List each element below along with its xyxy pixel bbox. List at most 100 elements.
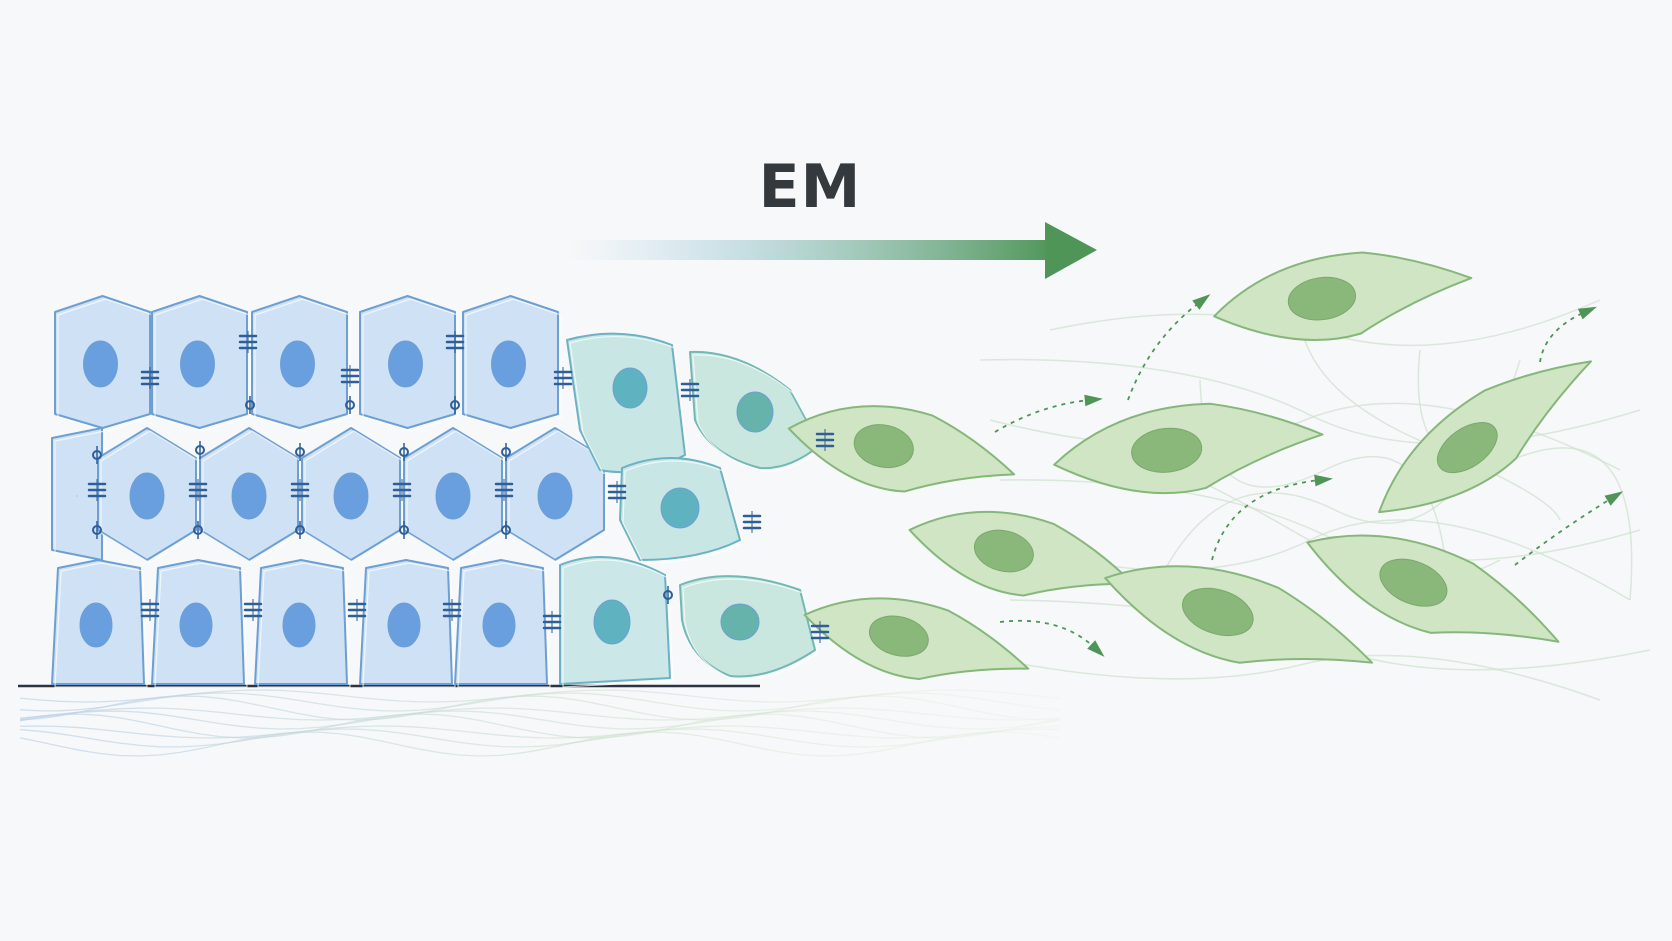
junction-icon — [553, 367, 573, 389]
cell — [679, 575, 819, 681]
matrix-fiber — [19, 731, 1061, 757]
junction-icon — [392, 479, 412, 501]
migration-arrows — [994, 294, 1624, 657]
mesenchymal-cell — [908, 510, 1135, 597]
cell — [403, 427, 506, 564]
junction-icon — [295, 521, 305, 539]
cell — [251, 295, 351, 432]
junction-icon — [494, 479, 514, 501]
junction-icon — [290, 479, 310, 501]
junction-icon — [663, 586, 673, 604]
cell — [254, 559, 351, 688]
matrix-fiber — [19, 713, 1061, 739]
nucleus — [736, 391, 774, 433]
cell — [151, 559, 248, 688]
junction-icon — [238, 331, 258, 353]
cell-junctions — [87, 331, 835, 643]
junction-icon — [445, 331, 465, 353]
nucleus — [79, 602, 113, 648]
migration-arrow-icon — [1539, 306, 1597, 363]
migration-arrow-icon — [1127, 294, 1211, 401]
nucleus — [280, 340, 315, 388]
cell — [559, 556, 674, 688]
nucleus — [853, 424, 914, 469]
mesenchymal-cell — [1104, 565, 1374, 664]
junction-icon — [193, 521, 203, 539]
nucleus — [868, 615, 929, 657]
cell — [97, 427, 200, 564]
migration-arrow-icon — [994, 394, 1103, 433]
cell — [359, 559, 456, 688]
matrix-fiber — [19, 707, 1061, 721]
matrix-fiber — [19, 725, 1061, 739]
junction-icon — [815, 429, 835, 451]
mesenchymal-cell — [1306, 534, 1560, 643]
nucleus — [482, 602, 516, 648]
nucleus — [1379, 558, 1448, 607]
junction-icon — [92, 446, 102, 464]
mesenchymal-cell — [1213, 251, 1473, 341]
matrix-fiber — [999, 654, 1601, 701]
matrix-fiber — [19, 692, 1061, 712]
nucleus — [180, 340, 215, 388]
nucleus — [973, 529, 1034, 573]
junction-icon — [340, 365, 360, 387]
nucleus — [660, 487, 700, 529]
mesenchymal-cell — [1378, 360, 1592, 514]
junction-icon — [450, 396, 460, 414]
junction-icon — [243, 599, 263, 621]
junction-icon — [542, 611, 562, 633]
junction-icon — [742, 511, 762, 533]
junction-icon — [501, 443, 511, 461]
cell — [454, 559, 551, 688]
junction-icon — [140, 367, 160, 389]
cell — [151, 295, 251, 432]
junction-icon — [810, 621, 830, 643]
junction-icon — [195, 441, 205, 459]
matrix-fiber — [19, 728, 1061, 748]
migration-arrow-icon — [999, 619, 1105, 657]
cell — [619, 457, 744, 564]
junction-icon — [607, 481, 627, 503]
mesenchymal-cell — [803, 597, 1030, 681]
migration-arrow-icon — [1211, 474, 1333, 561]
process-label: EM — [758, 152, 862, 222]
nucleus — [435, 472, 471, 520]
junction-icon — [87, 479, 107, 501]
junction-icon — [345, 396, 355, 414]
cell — [301, 427, 404, 564]
nucleus — [1131, 427, 1203, 473]
cell-body — [51, 427, 103, 561]
nucleus — [231, 472, 267, 520]
cell — [359, 295, 459, 432]
junction-icon — [501, 521, 511, 539]
nucleus — [129, 472, 165, 520]
cell-layer — [51, 251, 1592, 688]
junction-icon — [399, 443, 409, 461]
junction-icon — [347, 599, 367, 621]
nucleus — [388, 340, 423, 388]
nucleus — [83, 340, 118, 388]
junction-icon — [680, 379, 700, 401]
nucleus — [491, 340, 526, 388]
cell — [689, 350, 824, 472]
nucleus — [282, 602, 316, 648]
mesenchymal-cell — [787, 405, 1016, 493]
junction-icon — [140, 599, 160, 621]
nucleus — [612, 367, 648, 409]
nucleus — [1182, 587, 1254, 637]
nucleus — [720, 603, 760, 641]
nucleus — [1436, 422, 1498, 474]
transition-arrow — [565, 222, 1097, 279]
junction-icon — [442, 599, 462, 621]
junction-icon — [295, 443, 305, 461]
cell — [54, 295, 154, 432]
cell — [566, 332, 689, 476]
nucleus — [1287, 276, 1357, 321]
junction-icon — [92, 521, 102, 539]
mesenchymal-cell — [1053, 402, 1324, 495]
migration-arrow-icon — [1514, 491, 1624, 566]
nucleus — [179, 602, 213, 648]
